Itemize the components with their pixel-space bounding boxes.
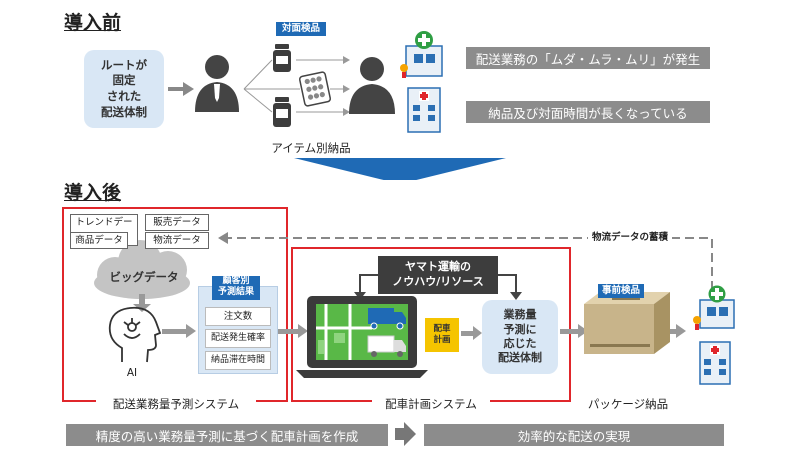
laptop-icon	[296, 296, 428, 378]
flow-arrow-1	[168, 82, 194, 96]
problem-bar-2: 納品及び対面時間が長くなっている	[466, 101, 710, 123]
bottom-bar-result: 効率的な配送の実現	[424, 424, 724, 446]
item-delivery-label: アイテム別納品	[271, 141, 351, 155]
forecast-system-label: 配送業務量予測システム	[96, 396, 256, 412]
pill-pack-icon	[298, 71, 332, 107]
before-heading: 導入前	[64, 12, 122, 34]
truck-icon	[367, 335, 406, 357]
brain-icon	[108, 306, 162, 363]
fixed-route-box: ルートが 固定 された 配送体制	[84, 50, 164, 128]
after-heading: 導入後	[64, 182, 122, 204]
pharmacy-icon	[400, 31, 443, 78]
chip-sales-data: 販売データ	[145, 214, 209, 231]
ai-label: AI	[126, 367, 138, 379]
logistics-accumulation-label: 物流データの蓄積	[588, 231, 672, 245]
result-item-delivery-probability: 配送発生確率	[205, 329, 271, 348]
problem-bar-1: 配送業務の「ムダ・ムラ・ムリ」が発生	[466, 47, 710, 69]
down-arrow-icon	[294, 158, 506, 180]
delivery-lines	[243, 59, 345, 113]
driver-person-icon	[195, 55, 239, 112]
result-item-stay-time: 納品滞在時間	[205, 351, 271, 370]
truck-icon	[368, 308, 406, 330]
medicine-bottle-icon	[273, 97, 291, 127]
bottom-flow-arrow	[395, 422, 416, 446]
before-flow-diagram	[168, 31, 506, 180]
chip-logistics-data: 物流データ	[145, 232, 209, 249]
yamato-knowhow-box: ヤマト運輸の ノウハウ/リソース	[378, 256, 498, 294]
result-item-orders: 注文数	[205, 307, 271, 326]
customer-person-icon	[349, 57, 395, 114]
medicine-bottle-icon	[273, 44, 291, 72]
hospital-icon	[407, 87, 441, 133]
logistics-feedback-arrow	[226, 237, 713, 290]
bottom-bar-plan: 精度の高い業務量予測に基づく配車計画を作成	[66, 424, 388, 446]
hospital-icon	[699, 341, 731, 385]
yamato-arrows	[359, 274, 517, 294]
chip-product-data: 商品データ	[70, 232, 128, 249]
package-delivery-label: パッケージ納品	[587, 397, 669, 411]
pharmacy-icon	[693, 285, 735, 330]
face-inspection-tag: 対面検品	[276, 22, 326, 36]
big-data-label: ビッグデータ	[109, 270, 179, 284]
pre-inspection-tag: 事前検品	[598, 284, 644, 298]
cloud-icon	[94, 240, 190, 299]
box-icon	[584, 292, 670, 354]
dispatch-plan-tag: 配車 計画	[425, 318, 459, 352]
plan-system-label: 配車計画システム	[372, 396, 490, 412]
workload-delivery-box: 業務量 予測に 応じた 配送体制	[482, 300, 558, 374]
customer-forecast-tag: 顧客別 予測結果	[212, 276, 260, 300]
